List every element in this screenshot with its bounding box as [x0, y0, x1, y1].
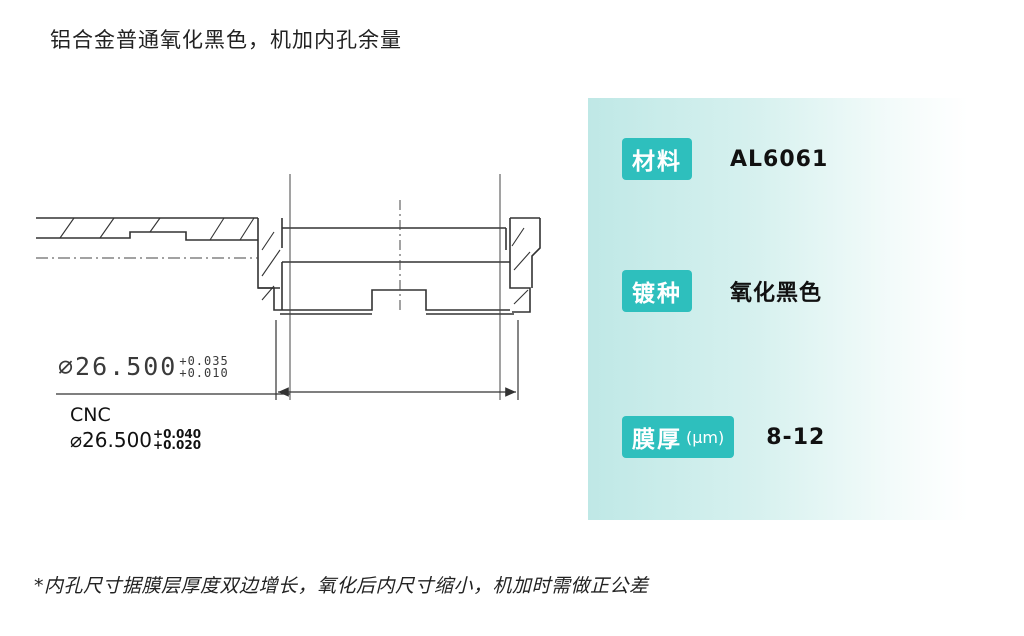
thickness-unit: (μm) — [686, 427, 725, 447]
cnc-tolerance-upper: +0.040 — [153, 427, 202, 441]
cnc-tolerance-lower: +0.020 — [153, 438, 202, 452]
cnc-tolerance: +0.040 +0.020 — [153, 427, 202, 452]
original-tolerance: +0.035 +0.010 — [179, 355, 228, 379]
cnc-label: CNC — [70, 404, 111, 426]
plating-badge: 镀种 — [622, 270, 692, 312]
material-badge: 材料 — [622, 138, 692, 180]
spec-panel: 材料 AL6061 镀种 氧化黑色 膜厚 (μm) 8-12 — [588, 98, 968, 520]
thickness-badge: 膜厚 (μm) — [622, 416, 735, 458]
part-outline — [36, 217, 541, 315]
original-bore-dimension: ⌀26.500 +0.035 +0.010 — [58, 352, 229, 381]
material-label: 材料 — [632, 149, 682, 175]
center-lines — [36, 174, 501, 400]
plating-label: 镀种 — [632, 281, 682, 307]
spec-row-material: 材料 AL6061 — [622, 138, 828, 180]
footnote: *内孔尺寸据膜层厚度双边增长，氧化后内尺寸缩小，机加时需做正公差 — [34, 575, 649, 597]
page-title: 铝合金普通氧化黑色，机加内孔余量 — [50, 28, 402, 52]
thickness-value: 8-12 — [766, 424, 826, 450]
original-tolerance-upper: +0.035 — [179, 353, 229, 368]
dimension-lines — [56, 320, 519, 400]
spec-row-thickness: 膜厚 (μm) 8-12 — [622, 416, 825, 458]
original-tolerance-lower: +0.010 — [179, 365, 229, 380]
cnc-dimension-value: ⌀26.500 — [70, 428, 153, 452]
original-dimension-value: ⌀26.500 — [58, 352, 178, 381]
thickness-label: 膜厚 — [632, 427, 682, 453]
hatch-lines — [59, 217, 531, 305]
material-value: AL6061 — [730, 146, 829, 172]
engineering-drawing — [36, 174, 541, 400]
cnc-bore-dimension: ⌀26.500 +0.040 +0.020 — [70, 428, 201, 452]
plating-value: 氧化黑色 — [730, 281, 823, 306]
spec-row-plating: 镀种 氧化黑色 — [622, 270, 822, 312]
